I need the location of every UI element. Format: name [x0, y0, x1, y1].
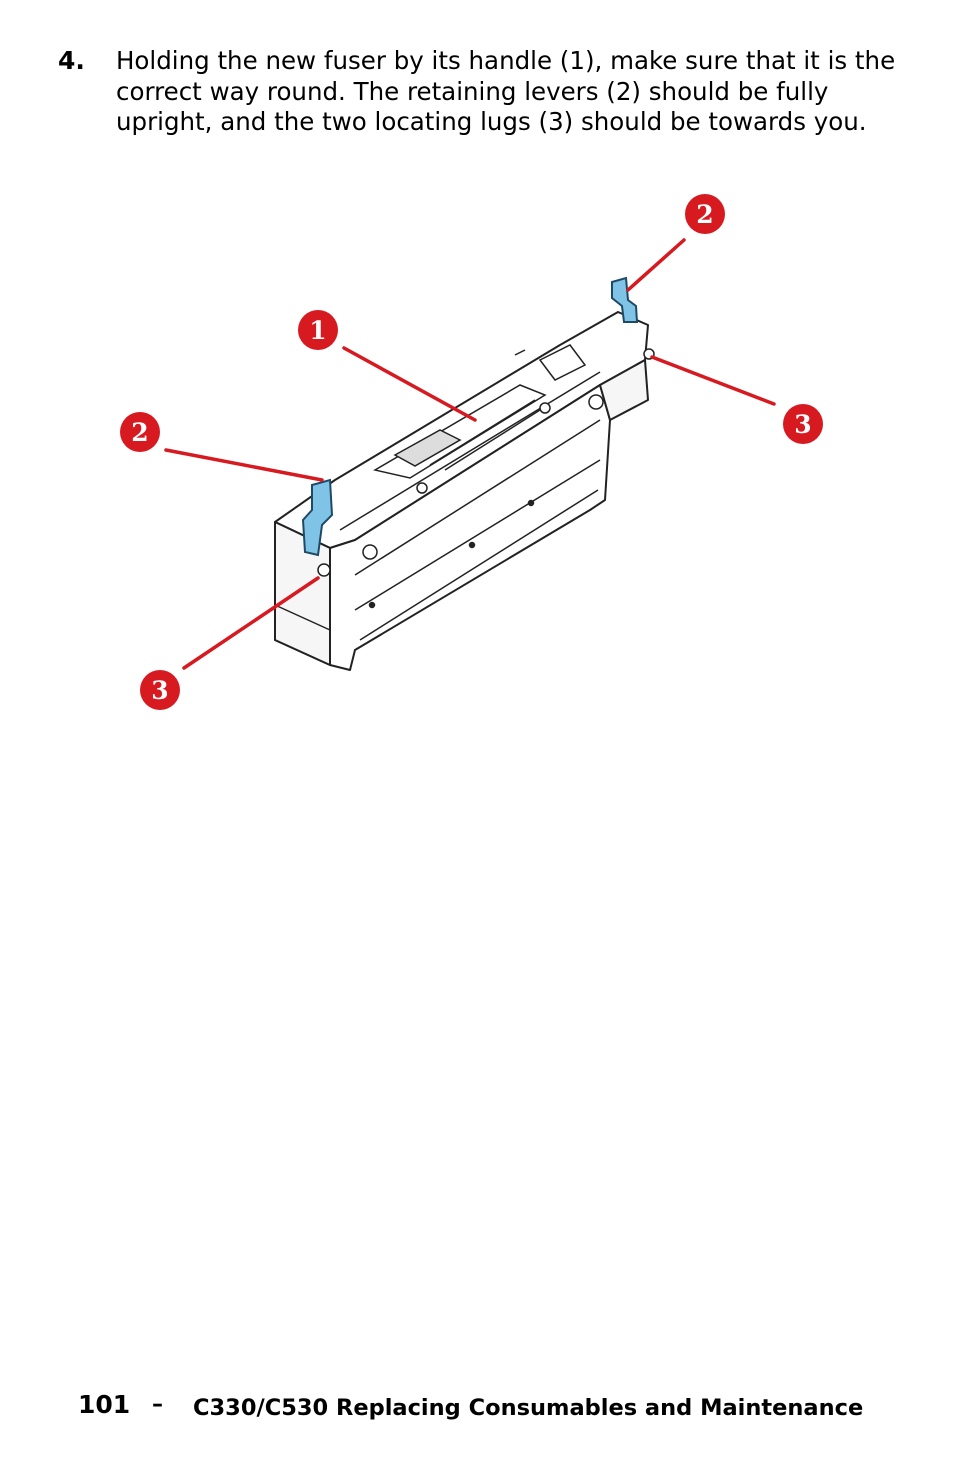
svg-text:3: 3 — [794, 410, 811, 439]
svg-text:1: 1 — [309, 316, 326, 345]
footer-separator: – — [152, 1392, 163, 1417]
retaining-lever-right — [611, 276, 639, 323]
callout-badge-2-left: 2 — [120, 412, 160, 452]
callout-lines — [164, 238, 776, 670]
callout-badge-2-top: 2 — [685, 194, 725, 234]
footer-title: C330/C530 Replacing Consumables and Main… — [193, 1395, 864, 1421]
callout-badge-3-right: 3 — [783, 404, 823, 444]
page-footer: 101 – C330/C530 Replacing Consumables an… — [78, 1390, 898, 1426]
fuser-illustration: 2 1 2 3 3 — [120, 194, 823, 710]
step-text: Holding the new fuser by its handle (1),… — [116, 46, 896, 136]
svg-text:3: 3 — [151, 676, 168, 705]
step-number: 4. — [58, 46, 85, 75]
retaining-levers — [301, 276, 639, 557]
callout-badge-3-bottom: 3 — [140, 670, 180, 710]
callout-badge-1: 1 — [298, 310, 338, 350]
svg-text:2: 2 — [696, 200, 713, 229]
fuser-details — [274, 344, 655, 641]
svg-text:2: 2 — [131, 418, 148, 447]
retaining-lever-left — [301, 478, 334, 557]
page-number: 101 — [78, 1390, 131, 1419]
